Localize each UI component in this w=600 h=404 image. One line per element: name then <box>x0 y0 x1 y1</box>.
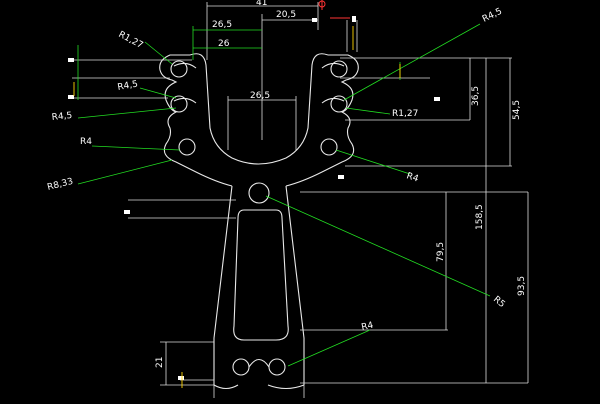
dim-41: 41 <box>256 0 267 8</box>
dim-v79-5: 79,5 <box>436 242 446 262</box>
arrow-markers <box>68 16 440 388</box>
dim-v93-5: 93,5 <box>517 276 527 296</box>
left-hole-upper <box>170 60 188 78</box>
label-r4-5-left: R4,5 <box>51 111 73 123</box>
slingshot-outline <box>159 53 359 390</box>
dimension-lines <box>72 2 529 398</box>
dim-20-5: 20,5 <box>276 10 296 20</box>
handle-bottom-outline <box>213 384 305 390</box>
marker-top-right <box>352 16 356 22</box>
bottom-slot <box>248 358 270 368</box>
dim-v54-5: 54,5 <box>512 100 522 120</box>
right-hole-mid <box>330 95 348 113</box>
label-r5: R5 <box>491 295 507 310</box>
marker-left-1 <box>68 58 74 62</box>
left-ear-outline <box>159 54 233 187</box>
dimension-labels: 41 20,5 26,5 26 26,5 R1,27 R4,5 R4,5 R4 … <box>46 0 527 368</box>
bottom-hole-right <box>268 358 286 376</box>
dim-26: 26 <box>218 39 230 49</box>
label-r4-5-upper-left: R4,5 <box>117 80 139 93</box>
handle-outline-right <box>285 185 305 385</box>
label-r1-27-right: R1,27 <box>392 109 418 119</box>
label-r8-33: R8,33 <box>46 177 74 193</box>
label-r4-5-right: R4,5 <box>481 7 504 25</box>
right-ear-outline <box>285 54 359 187</box>
right-hole-lower <box>320 138 338 156</box>
marker-low-left <box>124 210 130 214</box>
dim-26-5-mid: 26,5 <box>250 91 270 101</box>
inner-fork-outline <box>189 53 329 165</box>
dim-v21: 21 <box>155 357 165 368</box>
left-hole-lower <box>178 138 196 156</box>
dim-v36-5: 36,5 <box>471 86 481 106</box>
handle-cutout-outline <box>233 209 289 341</box>
label-r4-right: R4 <box>405 171 420 184</box>
dim-26-5-top: 26,5 <box>212 20 232 30</box>
left-hole-mid <box>170 95 188 113</box>
label-r4-bottom: R4 <box>361 321 375 333</box>
right-hole-upper <box>330 60 348 78</box>
center-mark <box>318 0 350 19</box>
dim-v158-5: 158,5 <box>475 204 485 230</box>
marker-top <box>312 18 317 22</box>
marker-mid <box>338 175 344 179</box>
marker-left-2 <box>68 95 74 99</box>
handle-outline <box>213 185 233 385</box>
center-hole <box>248 182 270 204</box>
bottom-hole-left <box>232 358 250 376</box>
marker-bottom <box>178 376 184 380</box>
label-r1-27-left: R1,27 <box>117 30 145 51</box>
leader-lines <box>77 23 491 367</box>
marker-right-1 <box>434 97 440 101</box>
label-r4-left: R4 <box>80 137 92 147</box>
